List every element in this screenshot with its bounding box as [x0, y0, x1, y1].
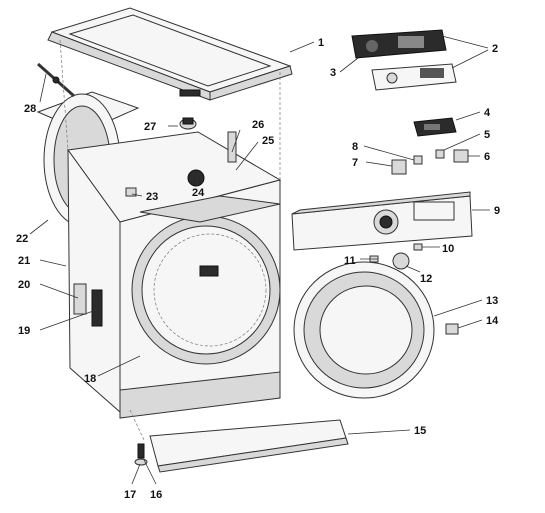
- leader-lines: [29, 35, 490, 485]
- part-8-clip: [413, 155, 423, 165]
- callout-10: 10: [442, 243, 454, 255]
- callout-7: 7: [352, 157, 358, 169]
- callout-13: 13: [486, 295, 498, 307]
- plinth-panel: [149, 419, 349, 473]
- callout-24: 24: [192, 187, 205, 199]
- display-module: [413, 117, 457, 137]
- part-28-hose: [37, 62, 75, 98]
- callout-8: 8: [352, 141, 358, 153]
- callout-23: 23: [146, 191, 158, 203]
- callout-20: 20: [18, 279, 30, 291]
- callout-19: 19: [18, 325, 30, 337]
- callout-labels: 1 2 3 4 5 6 7 8 9 10 11 12 13 14 15 16 1…: [16, 37, 500, 501]
- part-10-button: [413, 243, 423, 251]
- part-27-valve: [179, 117, 197, 130]
- control-board-lower: [371, 63, 457, 91]
- callout-18: 18: [84, 373, 96, 385]
- callout-15: 15: [414, 425, 426, 437]
- callout-2: 2: [492, 43, 498, 55]
- callout-22: 22: [16, 233, 28, 245]
- callout-5: 5: [484, 129, 490, 141]
- cabinet-body: [67, 131, 282, 419]
- door-assembly: [293, 261, 435, 399]
- callout-27: 27: [144, 121, 156, 133]
- part-19-lock: [91, 289, 103, 327]
- callout-26: 26: [252, 119, 264, 131]
- callout-25: 25: [262, 135, 274, 147]
- part-6-bracket: [453, 149, 469, 163]
- part-20-handle: [73, 283, 87, 315]
- callout-14: 14: [486, 315, 499, 327]
- callout-12: 12: [420, 273, 432, 285]
- callout-9: 9: [494, 205, 500, 217]
- callout-28: 28: [24, 103, 36, 115]
- callout-11: 11: [344, 255, 356, 267]
- part-12-knob: [392, 252, 410, 270]
- callout-6: 6: [484, 151, 490, 163]
- callout-21: 21: [18, 255, 30, 267]
- front-control-panel: [291, 191, 473, 251]
- callout-16: 16: [150, 489, 162, 501]
- part-7-bracket: [391, 159, 407, 175]
- callout-1: 1: [318, 37, 324, 49]
- callout-3: 3: [330, 67, 336, 79]
- control-board-upper: [351, 29, 447, 59]
- part-5-clip: [435, 149, 445, 159]
- callout-4: 4: [484, 107, 491, 119]
- door-hinge: [445, 323, 459, 335]
- top-cover: [47, 7, 293, 101]
- callout-17: 17: [124, 489, 136, 501]
